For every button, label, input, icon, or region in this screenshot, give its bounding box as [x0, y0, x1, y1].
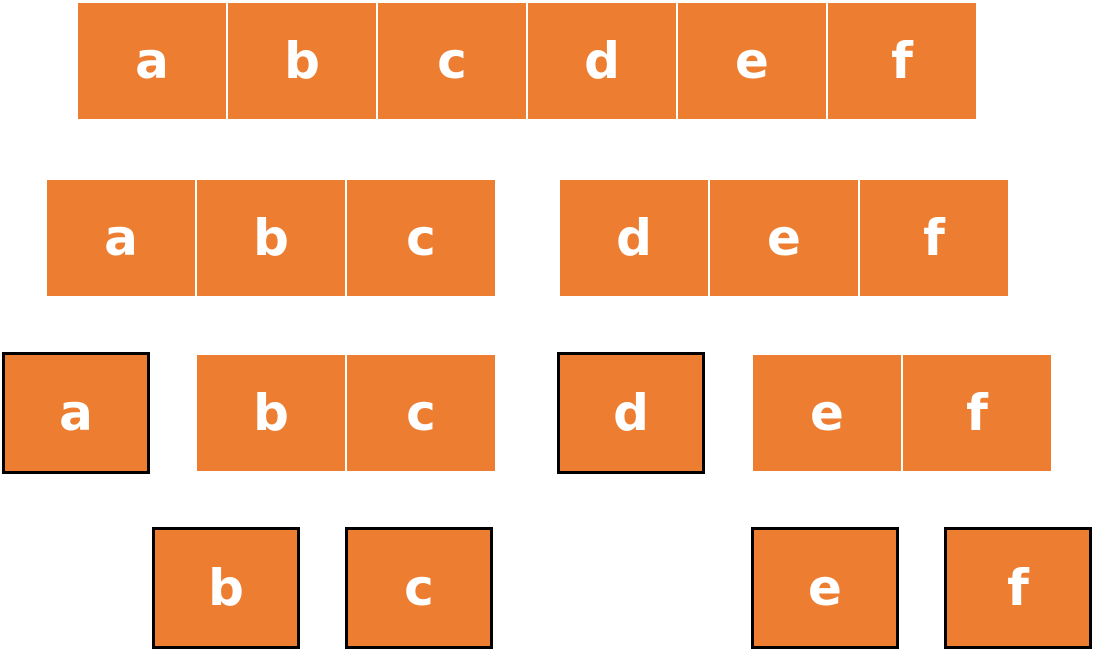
- cell-c-level-4-leaf: c: [345, 527, 493, 649]
- cell-letter: a: [59, 384, 93, 442]
- cell-letter: e: [767, 209, 801, 267]
- cell-c-level-2: c: [347, 180, 495, 296]
- cell-f-level-3: f: [903, 355, 1051, 471]
- cell-letter: b: [253, 384, 289, 442]
- cell-d-level-2: d: [560, 180, 708, 296]
- cell-letter: c: [406, 384, 436, 442]
- cell-letter: e: [810, 384, 844, 442]
- cell-e-level-2: e: [710, 180, 858, 296]
- cell-letter: c: [406, 209, 436, 267]
- cell-letter: a: [104, 209, 138, 267]
- cell-a-level-2: a: [47, 180, 195, 296]
- cell-letter: c: [404, 559, 434, 617]
- cell-letter: d: [616, 209, 652, 267]
- cell-c-level-1: c: [378, 3, 526, 119]
- cell-f-level-2: f: [860, 180, 1008, 296]
- cell-letter: c: [437, 32, 467, 90]
- cell-letter: d: [613, 384, 649, 442]
- cell-b-level-4-leaf: b: [152, 527, 300, 649]
- cell-b-level-3: b: [197, 355, 345, 471]
- cell-a-level-1: a: [78, 3, 226, 119]
- cell-e-level-1: e: [678, 3, 826, 119]
- cell-letter: f: [891, 32, 913, 90]
- cell-b-level-2: b: [197, 180, 345, 296]
- cell-e-level-3: e: [753, 355, 901, 471]
- cell-letter: b: [253, 209, 289, 267]
- cell-c-level-3: c: [347, 355, 495, 471]
- cell-b-level-1: b: [228, 3, 376, 119]
- cell-letter: e: [808, 559, 842, 617]
- cell-letter: e: [735, 32, 769, 90]
- cell-letter: f: [966, 384, 988, 442]
- cell-letter: d: [584, 32, 620, 90]
- cell-d-level-3-leaf: d: [557, 352, 705, 474]
- cell-e-level-4-leaf: e: [751, 527, 899, 649]
- cell-f-level-4-leaf: f: [944, 527, 1092, 649]
- cell-letter: b: [208, 559, 244, 617]
- cell-f-level-1: f: [828, 3, 976, 119]
- cell-letter: f: [923, 209, 945, 267]
- cell-letter: f: [1007, 559, 1029, 617]
- cell-letter: b: [284, 32, 320, 90]
- cell-letter: a: [135, 32, 169, 90]
- cell-d-level-1: d: [528, 3, 676, 119]
- cell-a-level-3-leaf: a: [2, 352, 150, 474]
